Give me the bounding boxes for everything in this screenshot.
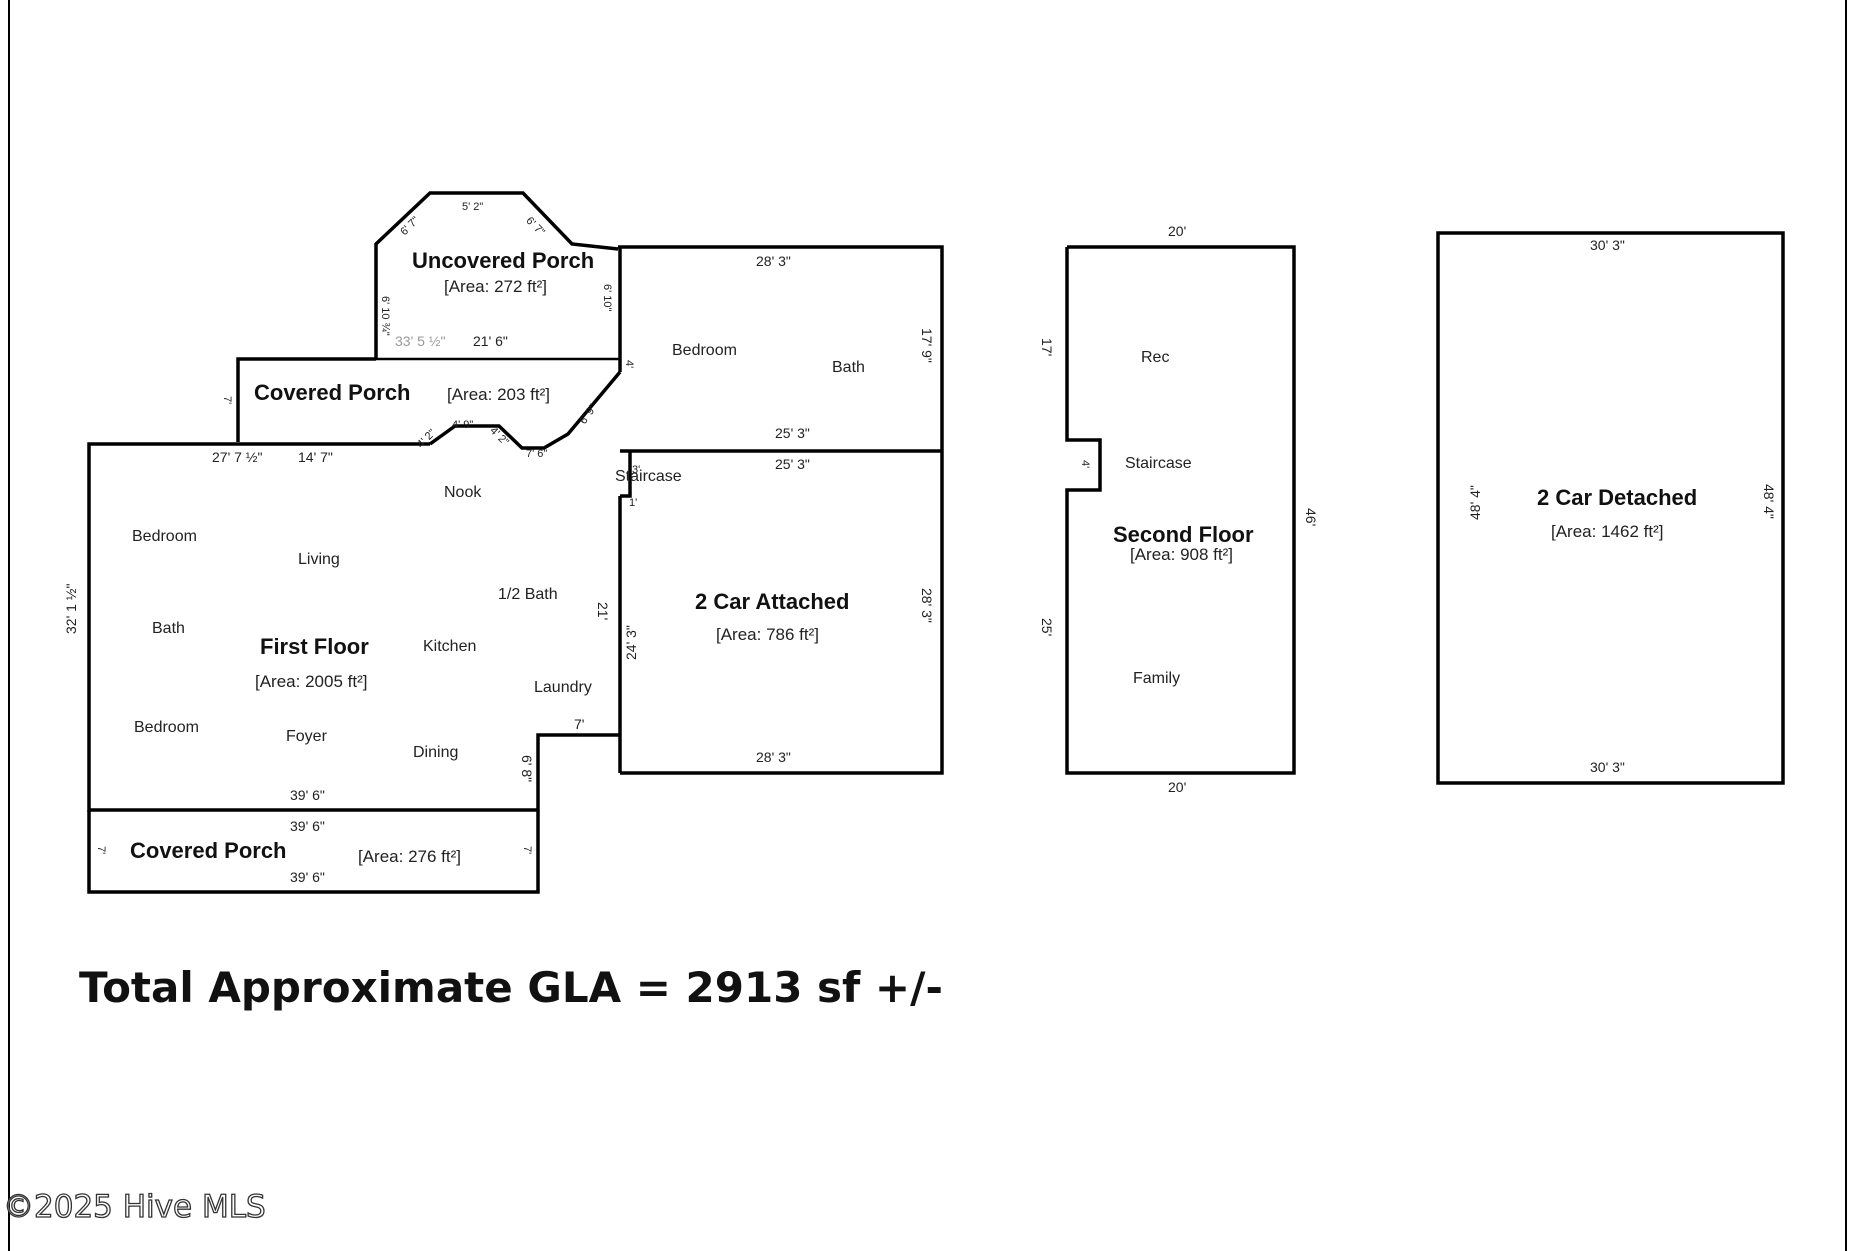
room-kitchen: Kitchen — [423, 638, 476, 655]
total-gla-summary: Total Approximate GLA = 2913 sf +/- — [79, 963, 943, 1012]
bedroom-bath-wing-outline — [618, 245, 944, 451]
dim-first-dining-wall: 6' 8" — [519, 755, 535, 782]
garage-attached-outline — [620, 451, 944, 775]
uncovered-porch-title: Uncovered Porch — [412, 248, 594, 273]
dim-uncovered-ne: 6' 7" — [523, 215, 547, 239]
dim-second-top: 20' — [1168, 223, 1186, 239]
dim-uncovered-base: 21' 6" — [473, 333, 508, 349]
dim-uncovered-top: 5' 2" — [462, 201, 483, 213]
room-foyer: Foyer — [286, 728, 328, 745]
dim-cp-lower-right: 7' — [521, 846, 533, 854]
dim-detached-right: 48' 4" — [1761, 484, 1777, 519]
uncovered-porch-outline — [374, 191, 619, 359]
room-family: Family — [1133, 670, 1180, 687]
dim-garage-top: 25' 3" — [775, 456, 810, 472]
uncovered-porch-area: [Area: 272 ft²] — [444, 277, 547, 296]
dim-cp-upper-step-mid: 4' 9" — [452, 419, 473, 431]
first-floor-outline — [87, 442, 620, 812]
dim-second-right: 46' — [1303, 508, 1319, 526]
garage-attached-area: [Area: 786 ft²] — [716, 625, 819, 644]
first-floor-garage-wall — [620, 451, 632, 498]
room-bedroom-1: Bedroom — [132, 528, 197, 545]
dim-first-top-right: 14' 7" — [298, 449, 333, 465]
room-rec: Rec — [1141, 349, 1169, 366]
room-staircase-first: Staircase — [615, 468, 682, 485]
dim-second-notch: 4' — [1079, 460, 1091, 468]
dim-wing-top: 28' 3" — [756, 253, 791, 269]
dim-first-stair-b: 1' — [629, 497, 637, 509]
dim-detached-top: 30' 3" — [1590, 237, 1625, 253]
garage-detached-title: 2 Car Detached — [1537, 485, 1697, 510]
second-floor-outline — [1065, 245, 1296, 775]
first-floor-area: [Area: 2005 ft²] — [255, 672, 367, 691]
dim-uncovered-base-gray: 33' 5 ½" — [395, 333, 445, 349]
dim-cp-lower-bottom: 39' 6" — [290, 869, 325, 885]
dim-wing-bottom: 25' 3" — [775, 425, 810, 441]
dim-cp-upper-step-bottom: 7' 6" — [526, 448, 547, 460]
covered-porch-upper-chamfer — [428, 370, 622, 450]
watermark: ©2025 Hive MLS — [3, 1189, 266, 1225]
detached-garage-outline — [1436, 231, 1785, 785]
dim-uncovered-right: 6' 10" — [601, 284, 613, 312]
dim-first-laundry-bottom: 7' — [574, 716, 584, 732]
dim-detached-left: 48' 4" — [1467, 485, 1483, 520]
garage-attached-title: 2 Car Attached — [695, 589, 849, 614]
dim-first-east: 21' — [595, 602, 611, 620]
dim-uncovered-left: 6' 10 ¾" — [379, 296, 391, 336]
covered-porch-upper-area: [Area: 203 ft²] — [447, 385, 550, 404]
second-floor-title: Second Floor — [1113, 522, 1254, 547]
dim-detached-bottom: 30' 3" — [1590, 759, 1625, 775]
dim-cp-upper-step-right: 4' 2" — [487, 425, 511, 449]
covered-porch-upper-outline — [236, 357, 376, 442]
covered-porch-lower-area: [Area: 276 ft²] — [358, 847, 461, 866]
room-staircase-second: Staircase — [1125, 455, 1192, 472]
dim-cp-upper-step-left: 4' 2" — [415, 427, 439, 451]
dim-garage-left: 24' 3" — [623, 625, 639, 660]
room-wing-bath: Bath — [832, 359, 865, 376]
dim-cp-upper-wall: 4' — [623, 360, 635, 368]
room-wing-bedroom: Bedroom — [672, 342, 737, 359]
room-half-bath: 1/2 Bath — [498, 586, 558, 603]
dim-first-left: 32' 1 ½" — [63, 584, 79, 634]
covered-porch-upper-title: Covered Porch — [254, 380, 411, 405]
dim-garage-bottom: 28' 3" — [756, 749, 791, 765]
dim-second-left-lower: 25' — [1039, 618, 1055, 636]
dim-cp-upper-chamfer: 6' 9" — [577, 402, 599, 426]
covered-porch-lower-outline — [87, 810, 540, 894]
room-bedroom-2: Bedroom — [134, 719, 199, 736]
dim-cp-lower-left: 7' — [95, 846, 107, 854]
dim-wing-right: 17' 9" — [919, 328, 935, 363]
dim-cp-lower-top: 39' 6" — [290, 818, 325, 834]
room-living: Living — [298, 551, 340, 568]
dim-second-bottom: 20' — [1168, 779, 1186, 795]
room-nook: Nook — [444, 484, 482, 501]
dim-first-bottom: 39' 6" — [290, 787, 325, 803]
covered-porch-lower-title: Covered Porch — [130, 838, 287, 863]
dim-first-top-left: 27' 7 ½" — [212, 449, 262, 465]
dim-garage-right: 28' 3" — [919, 588, 935, 623]
dim-first-stair-a: 3' — [632, 464, 640, 476]
garage-detached-area: [Area: 1462 ft²] — [1551, 522, 1663, 541]
dim-cp-upper-left: 7' — [221, 396, 233, 404]
second-floor-area: [Area: 908 ft²] — [1130, 545, 1233, 564]
first-floor-title: First Floor — [260, 634, 369, 659]
room-laundry: Laundry — [534, 679, 592, 696]
room-bath: Bath — [152, 620, 185, 637]
room-dining: Dining — [413, 744, 458, 761]
dim-second-left-upper: 17' — [1039, 338, 1055, 356]
